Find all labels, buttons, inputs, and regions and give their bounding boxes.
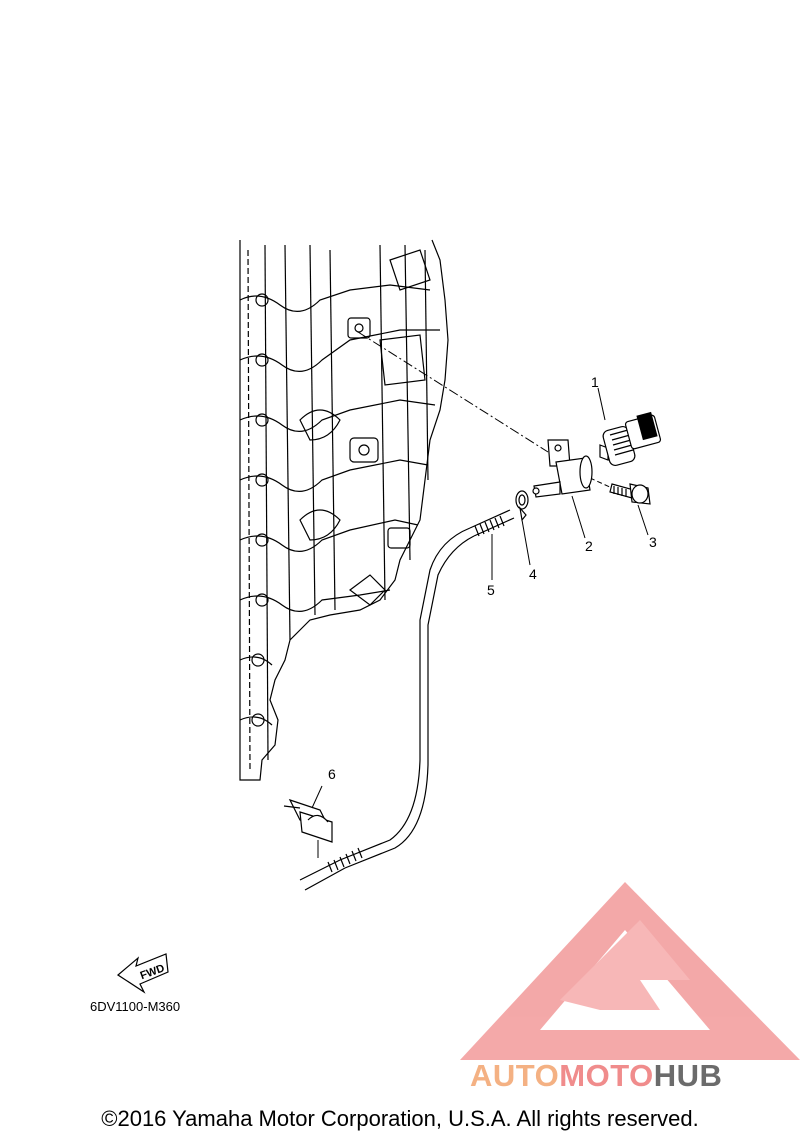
brand-moto: MOTO bbox=[559, 1058, 654, 1093]
brand-hub: HUB bbox=[653, 1058, 723, 1093]
bolt-part-icon bbox=[609, 483, 651, 505]
watermark-brand-text: AUTOMOTOHUB bbox=[470, 1058, 722, 1094]
callout-5: 5 bbox=[487, 582, 495, 598]
sensor-part-icon bbox=[599, 411, 662, 467]
engine-block-drawing bbox=[239, 239, 449, 781]
forward-direction-icon: FWD bbox=[116, 953, 169, 994]
callout-6: 6 bbox=[328, 766, 336, 782]
watermark-logo-icon bbox=[460, 882, 800, 1060]
brand-auto: AUTO bbox=[470, 1058, 560, 1093]
callout-2: 2 bbox=[585, 538, 593, 554]
holder-part-icon bbox=[283, 798, 333, 843]
callout-1: 1 bbox=[591, 374, 599, 390]
diagram-reference-code: 6DV1100-M360 bbox=[90, 999, 181, 1014]
hose-part-icon bbox=[299, 509, 515, 891]
callout-3: 3 bbox=[649, 534, 657, 550]
copyright-notice: ©2016 Yamaha Motor Corporation, U.S.A. A… bbox=[101, 1106, 699, 1131]
alignment-leader-line bbox=[357, 331, 549, 453]
callout-4: 4 bbox=[529, 566, 537, 582]
clamp-part-icon bbox=[515, 490, 529, 522]
bolt-alignment-line bbox=[589, 477, 613, 489]
bracket-part-icon bbox=[532, 439, 593, 498]
